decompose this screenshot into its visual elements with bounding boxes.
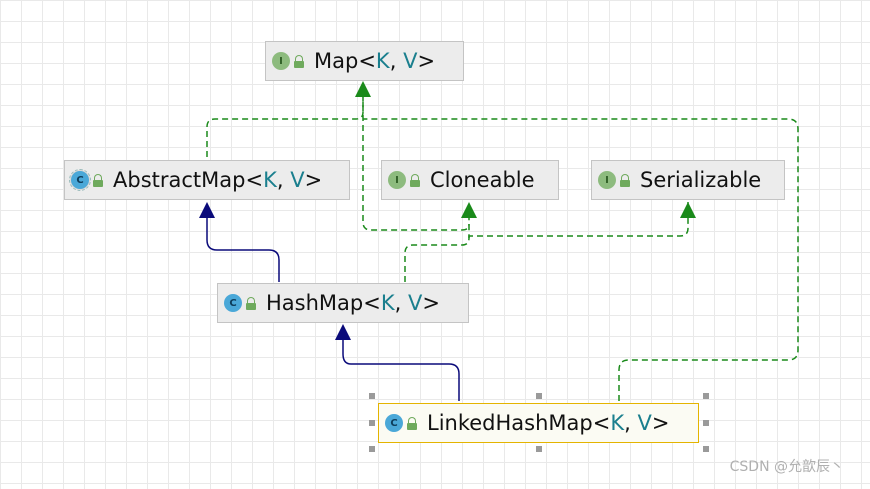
watermark: CSDN @允歆辰丶 bbox=[729, 459, 844, 475]
edge-linkedhashmap-to-hashmap bbox=[342, 336, 460, 401]
resize-handle-sw[interactable] bbox=[369, 446, 375, 452]
edge-hashmap-to-serializable bbox=[468, 202, 689, 238]
node-linked-hash-map[interactable]: C LinkedHashMap<K, V> bbox=[378, 403, 699, 443]
node-label: Cloneable bbox=[430, 168, 535, 192]
abstract-class-icon: C bbox=[69, 169, 91, 191]
resize-handle-se[interactable] bbox=[703, 446, 709, 452]
edge-hashmap-to-cloneable bbox=[404, 202, 470, 282]
node-label: AbstractMap<K, V> bbox=[113, 168, 323, 192]
node-abstract-map[interactable]: C AbstractMap<K, V> bbox=[64, 160, 350, 200]
resize-handle-w[interactable] bbox=[369, 420, 375, 426]
edge-abstractmap-to-map bbox=[206, 84, 364, 157]
lock-icon bbox=[294, 54, 304, 68]
lock-icon bbox=[93, 173, 103, 187]
node-label: HashMap<K, V> bbox=[266, 291, 440, 315]
arrowhead-abstractmap bbox=[199, 202, 215, 218]
node-label: Map<K, V> bbox=[314, 49, 436, 73]
node-hash-map[interactable]: C HashMap<K, V> bbox=[217, 283, 469, 323]
resize-handle-ne[interactable] bbox=[703, 393, 709, 399]
lock-icon bbox=[620, 173, 630, 187]
resize-handle-n[interactable] bbox=[536, 393, 542, 399]
arrowhead-hashmap bbox=[335, 324, 351, 340]
interface-icon: I bbox=[388, 171, 406, 189]
interface-icon: I bbox=[598, 171, 616, 189]
edge-hashmap-to-abstractmap bbox=[206, 214, 280, 282]
resize-handle-s[interactable] bbox=[536, 446, 542, 452]
resize-handle-nw[interactable] bbox=[369, 393, 375, 399]
resize-handle-e[interactable] bbox=[703, 420, 709, 426]
lock-icon bbox=[410, 173, 420, 187]
arrowhead-serializable bbox=[680, 202, 696, 218]
arrowhead-cloneable bbox=[461, 202, 477, 218]
node-label: Serializable bbox=[640, 168, 762, 192]
arrowhead-map bbox=[355, 81, 371, 97]
class-icon: C bbox=[385, 414, 403, 432]
lock-icon bbox=[246, 296, 256, 310]
lock-icon bbox=[407, 416, 417, 430]
edge-linkedhashmap-to-map bbox=[363, 118, 799, 401]
class-icon: C bbox=[224, 294, 242, 312]
node-label: LinkedHashMap<K, V> bbox=[427, 411, 670, 435]
node-map[interactable]: I Map<K, V> bbox=[265, 41, 464, 81]
interface-icon: I bbox=[272, 52, 290, 70]
node-cloneable[interactable]: I Cloneable bbox=[381, 160, 559, 200]
node-serializable[interactable]: I Serializable bbox=[591, 160, 785, 200]
